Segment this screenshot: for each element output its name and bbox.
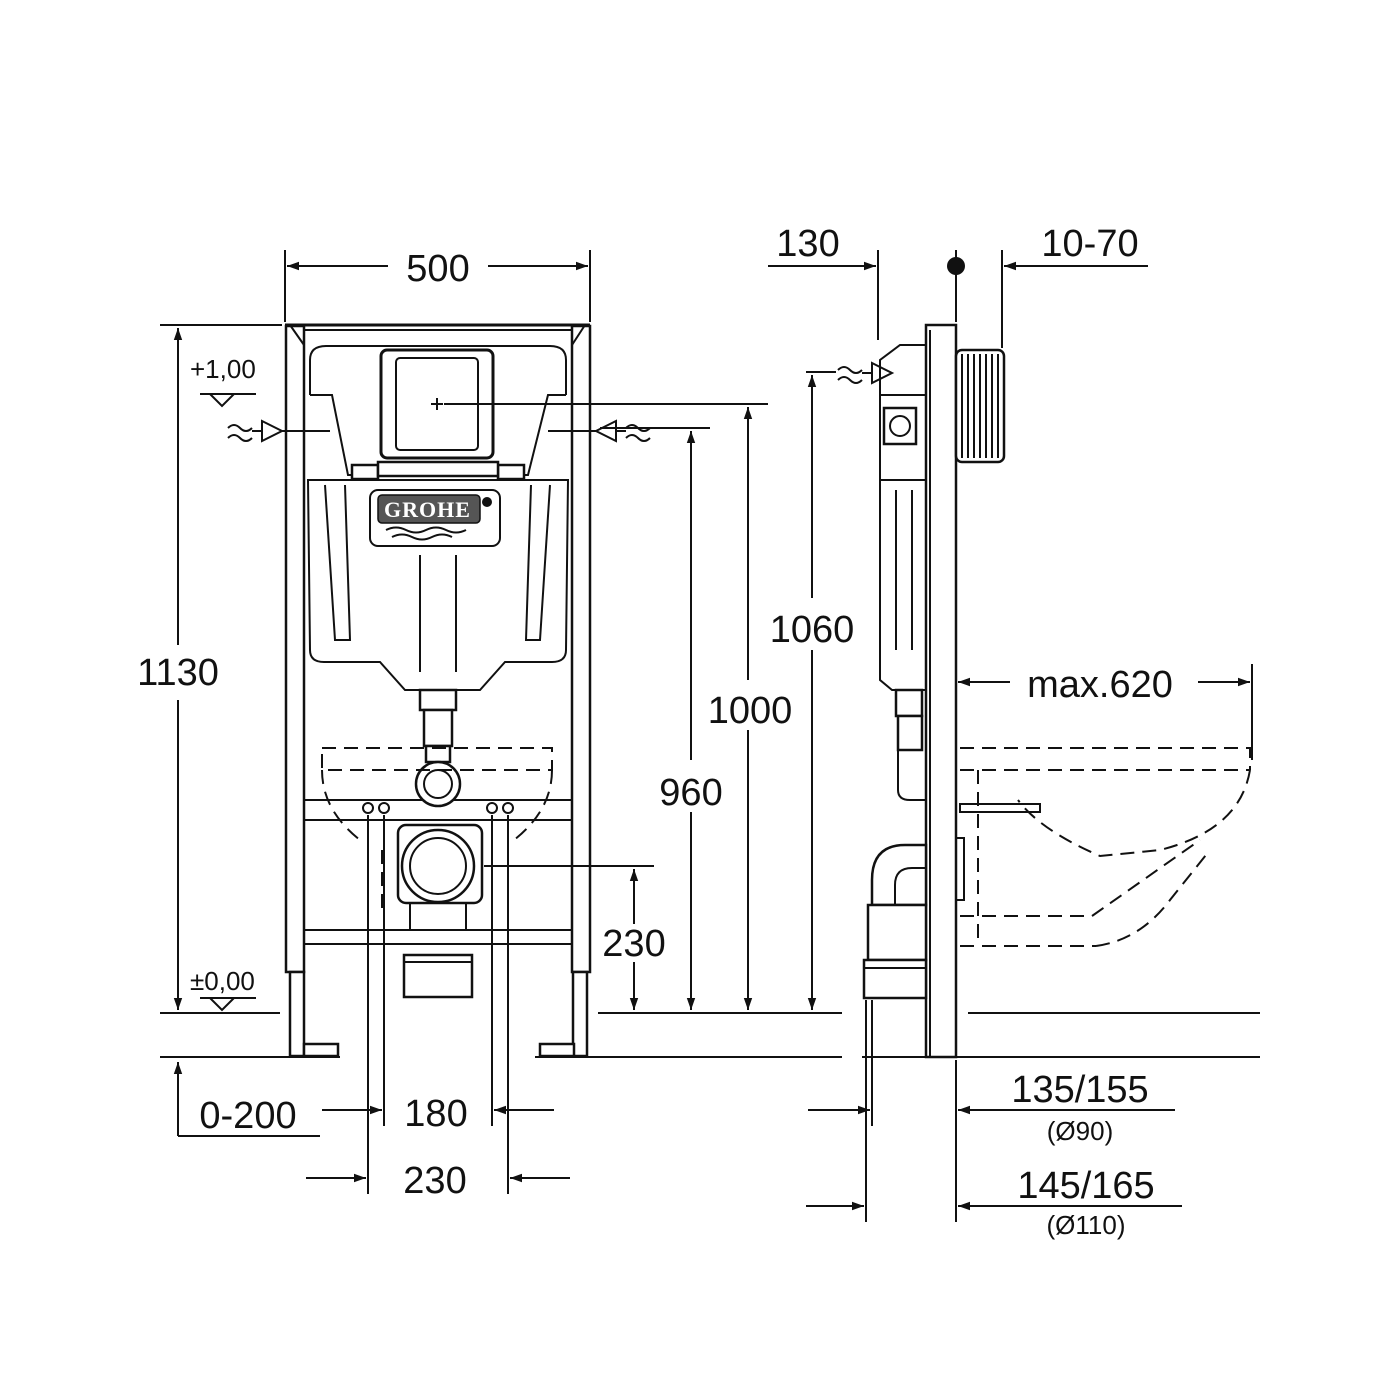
svg-text:10-70: 10-70 [1041, 223, 1138, 265]
dim-spacing-outer: 230 [306, 815, 570, 1202]
svg-text:230: 230 [403, 1160, 466, 1202]
svg-text:145/165: 145/165 [1017, 1165, 1154, 1207]
svg-text:130: 130 [776, 223, 839, 265]
drain-connection [396, 823, 484, 999]
svg-text:960: 960 [659, 772, 722, 814]
water-inlet-right [548, 419, 651, 443]
dim-height-total: 1130 [137, 324, 282, 1010]
mounting-bolts [362, 802, 514, 814]
level-marker-upper: +1,00 [190, 354, 256, 408]
brand-logo: GROHE [369, 489, 501, 547]
svg-text:230: 230 [602, 923, 665, 965]
dim-max-projection: max.620 [958, 664, 1253, 760]
dim-actuator-height: 1000 [444, 403, 793, 1010]
side-toilet-outline [959, 747, 1251, 947]
logo-text: GROHE [384, 497, 471, 522]
svg-text:1130: 1130 [137, 652, 219, 694]
svg-text:+1,00: +1,00 [190, 354, 256, 384]
svg-text:135/155: 135/155 [1011, 1069, 1148, 1111]
dim-side-height: 1060 [770, 371, 855, 1010]
flush-pipe [414, 688, 462, 808]
dim-width: 500 [284, 248, 591, 322]
dim-wall-cover: 10-70 [947, 223, 1148, 348]
svg-text:500: 500 [406, 248, 469, 290]
dim-frame-depth: 130 [768, 223, 879, 340]
svg-text:(Ø90): (Ø90) [1047, 1116, 1113, 1146]
svg-text:(Ø110): (Ø110) [1047, 1210, 1126, 1240]
cistern [306, 345, 570, 691]
side-water-inlet [837, 361, 895, 385]
svg-text:1060: 1060 [770, 609, 855, 651]
side-frame [924, 323, 1006, 1059]
front-view: GROHE [137, 248, 854, 1202]
svg-text:0-200: 0-200 [199, 1095, 296, 1137]
svg-text:1000: 1000 [708, 690, 793, 732]
side-drain-bend [862, 837, 965, 1000]
dim-depth-small: 135/155 (Ø90) [808, 1000, 1175, 1222]
svg-text:±0,00: ±0,00 [190, 966, 255, 996]
svg-text:max.620: max.620 [1027, 664, 1173, 706]
water-inlet-left [227, 419, 330, 443]
side-cistern [879, 344, 927, 801]
dim-drain-height: 230 [484, 865, 666, 1010]
dim-adjust-range: 0-200 [173, 1062, 320, 1137]
svg-text:180: 180 [404, 1093, 467, 1135]
dim-inlet-height: 960 [600, 427, 723, 1010]
dim-depth-large: 145/165 (Ø110) [806, 1000, 1182, 1240]
side-view: 130 10-70 max.620 135/155 (Ø90) [768, 223, 1260, 1240]
level-marker-floor: ±0,00 [190, 966, 256, 1012]
